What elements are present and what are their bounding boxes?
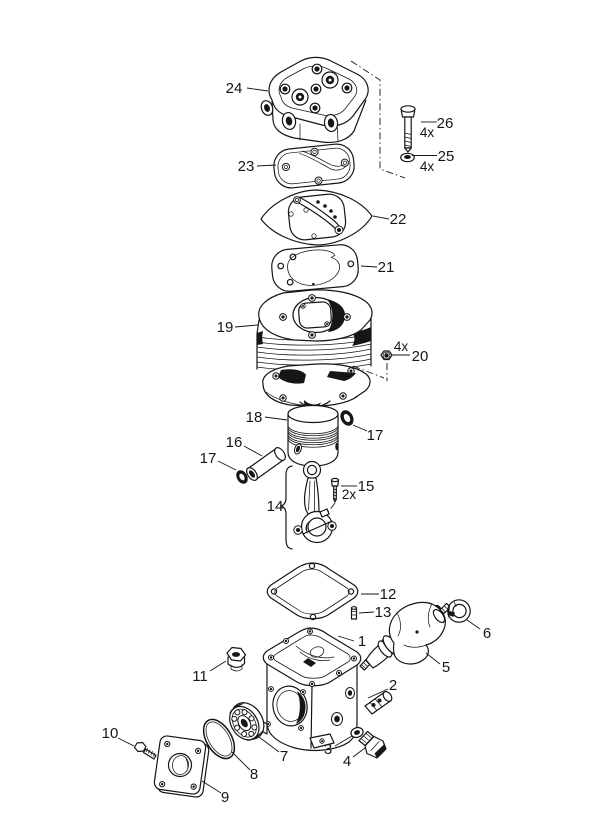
part-head-gasket (273, 143, 355, 189)
callout-24: 24 (226, 80, 243, 97)
callout-12: 12 (380, 586, 397, 603)
callout-9: 9 (221, 789, 229, 806)
part-crankshaft (359, 601, 452, 671)
part-piston (287, 404, 339, 467)
part-valve-plate (260, 189, 373, 246)
part-cylinder (256, 289, 373, 411)
part-base-gasket (266, 562, 359, 621)
cylinder-stud-holes (279, 294, 351, 339)
callout-4: 4 (343, 753, 351, 770)
callout-2: 2 (389, 677, 397, 694)
part-piston-pin (246, 447, 286, 481)
callout-3: 3 (324, 741, 332, 758)
valve-plate-holes (288, 200, 337, 239)
callout-7: 7 (280, 748, 288, 765)
callout-17-left: 17 (200, 450, 217, 467)
bracket-connecting-rod (280, 465, 293, 550)
part-cylinder-head (260, 56, 369, 144)
part-head-washer (400, 152, 415, 163)
part-ball-bearing (228, 702, 265, 741)
callout-21: 21 (378, 259, 395, 276)
callout-26: 26 (437, 115, 454, 132)
part-bearing-shell (447, 599, 471, 623)
part-head-bolt (400, 105, 416, 153)
part-o-ring (202, 718, 236, 760)
callout-8: 8 (250, 766, 258, 783)
part-rod-screw (330, 477, 340, 503)
callout-10: 10 (102, 725, 119, 742)
callout-6: 6 (483, 625, 491, 642)
crankcase-interior (295, 645, 335, 667)
callout-14: 14 (267, 498, 284, 515)
part-dowel-pin (350, 606, 358, 620)
part-seal-washer (350, 726, 364, 739)
bearing-balls (231, 709, 258, 738)
part-circlip-left (236, 470, 248, 484)
qty-label-25: 4x (420, 159, 435, 174)
callout-23: 23 (238, 158, 255, 175)
head-side-ports (260, 100, 339, 133)
leader-lines (117, 87, 481, 794)
callout-labels: 24 26 4x 25 4x 23 22 21 19 4x 20 18 17 1… (102, 80, 492, 806)
gasket-eyelets (281, 147, 349, 185)
part-fitting (364, 691, 393, 715)
part-end-cover (153, 735, 210, 798)
callout-18: 18 (246, 409, 263, 426)
part-cover-bolt (133, 741, 157, 760)
part-case-plug (226, 646, 247, 672)
callout-13: 13 (375, 604, 392, 621)
cover-holes (159, 740, 202, 790)
callout-5: 5 (442, 659, 450, 676)
callout-22: 22 (390, 211, 407, 228)
crankcase-flange-holes (268, 628, 357, 687)
callout-20: 20 (412, 348, 429, 365)
callout-19: 19 (217, 319, 234, 336)
callout-15: 15 (358, 478, 375, 495)
callout-25: 25 (438, 148, 455, 165)
part-circlip-right (340, 410, 354, 426)
qty-label-20: 4x (394, 339, 409, 354)
part-cylinder-gasket (271, 244, 359, 292)
part-nut (380, 350, 393, 361)
callout-1: 1 (358, 633, 366, 650)
part-crankcase (257, 627, 362, 752)
callout-17-right: 17 (367, 427, 384, 444)
callout-16: 16 (226, 434, 243, 451)
part-connecting-rod (293, 460, 337, 544)
part-screw-plug (358, 730, 387, 759)
qty-label-26: 4x (420, 125, 435, 140)
piston-rings (288, 426, 338, 448)
head-top-holes (279, 63, 353, 114)
callout-11: 11 (192, 668, 208, 685)
qty-label-15: 2x (342, 487, 357, 502)
